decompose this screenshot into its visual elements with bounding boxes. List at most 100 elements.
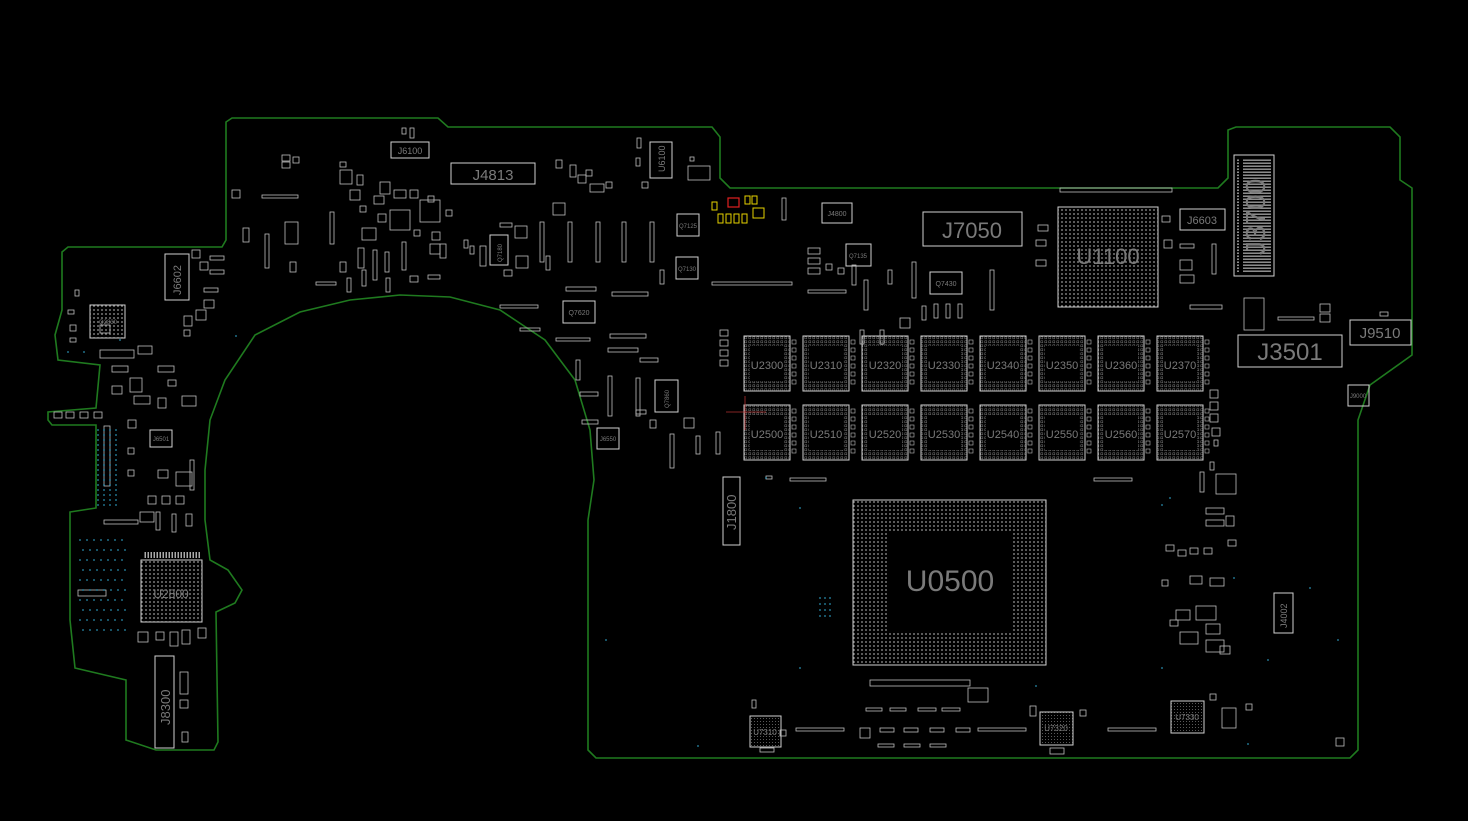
memory-chip-u2540[interactable]: U2540 — [979, 404, 1033, 461]
j6602-label: J6602 — [172, 265, 184, 295]
j4002-connector[interactable]: J4002 — [1273, 592, 1294, 634]
j6603-connector[interactable]: J6603 — [1179, 208, 1226, 231]
memory-chip-u2310[interactable]: U2310 — [802, 335, 856, 392]
q2830-label: Q2830 — [99, 320, 118, 326]
q7125-part[interactable]: Q7125 — [676, 213, 700, 237]
j9000-label: J9000 — [1350, 394, 1367, 400]
q7130-label: Q7130 — [678, 267, 697, 273]
board-outline — [47, 117, 1413, 759]
memory-chip-label: U2350 — [1046, 360, 1078, 372]
memory-chip-label: U2360 — [1105, 360, 1137, 372]
memory-chip-label: U2370 — [1164, 360, 1196, 372]
memory-chip-label: U2530 — [928, 429, 960, 441]
j6550-label: J6550 — [600, 437, 617, 443]
j8300-connector[interactable]: J8300 — [154, 655, 175, 749]
j3501-label: J3501 — [1257, 339, 1322, 366]
memory-chip-u2360[interactable]: U2360 — [1097, 335, 1151, 392]
q7130-part[interactable]: Q7130 — [675, 256, 699, 280]
j4800-label: J4800 — [827, 211, 846, 218]
j4800-connector[interactable]: J4800 — [821, 202, 853, 224]
j1800-connector[interactable]: J1800 — [722, 476, 741, 546]
u1100-chip[interactable]: U1100 — [1057, 206, 1159, 308]
memory-row-bottom: U2500 U2510 U2520 U2530 U2540 U2550 U2560 U2570 — [743, 404, 1210, 461]
j9510-connector[interactable]: J9510 — [1349, 319, 1412, 346]
memory-chip-u2520[interactable]: U2520 — [861, 404, 915, 461]
u2800-chip[interactable]: U2800 — [140, 552, 203, 623]
j7050-label: J7050 — [942, 218, 1002, 243]
q7620-label: Q7620 — [568, 310, 589, 317]
j6100-connector[interactable]: J6100 — [390, 141, 430, 159]
memory-chip-label: U2310 — [810, 360, 842, 372]
q7620-part[interactable]: Q7620 — [562, 300, 596, 324]
u1100-label: U1100 — [1076, 244, 1139, 269]
q7430-label: Q7430 — [935, 281, 956, 288]
j3700-label: J3700 — [1240, 179, 1271, 255]
q7860-label: Q7860 — [665, 389, 671, 408]
vias — [67, 335, 1339, 747]
u7310-label: U7310 — [753, 728, 777, 737]
u2800-label: U2800 — [153, 587, 189, 601]
memory-chip-u2500[interactable]: U2500 — [743, 404, 797, 461]
j6603-label: J6603 — [1187, 215, 1217, 227]
memory-chip-label: U2560 — [1105, 429, 1137, 441]
u0500-chip[interactable]: U0500 — [852, 499, 1047, 666]
q7180-part[interactable]: Q7180 — [489, 234, 509, 266]
memory-chip-label: U2300 — [751, 360, 783, 372]
memory-chip-label: U2320 — [869, 360, 901, 372]
j9510-label: J9510 — [1360, 325, 1401, 342]
memory-row-top: U2300 U2310 U2320 U2330 U2340 U2350 U2360 U2370 — [743, 335, 1210, 392]
memory-chip-u2510[interactable]: U2510 — [802, 404, 856, 461]
memory-chip-label: U2570 — [1164, 429, 1196, 441]
memory-chip-u2370[interactable]: U2370 — [1156, 335, 1210, 392]
u7330-label: U7330 — [1175, 713, 1199, 722]
j6501-label: J6501 — [153, 437, 170, 443]
memory-chip-u2330[interactable]: U2330 — [920, 335, 974, 392]
memory-chip-label: U2340 — [987, 360, 1019, 372]
memory-chip-u2300[interactable]: U2300 — [743, 335, 797, 392]
memory-chip-u2340[interactable]: U2340 — [979, 335, 1033, 392]
q7180-label: Q7180 — [498, 243, 504, 262]
j9000-part[interactable]: J9000 — [1347, 384, 1370, 407]
memory-chip-u2320[interactable]: U2320 — [861, 335, 915, 392]
u7310-chip[interactable]: U7310 — [749, 715, 782, 748]
j3700-connector[interactable]: J3700 — [1233, 154, 1275, 277]
j7050-connector[interactable]: J7050 — [922, 211, 1023, 247]
u7320-label: U7320 — [1044, 724, 1068, 733]
cursor-cross-marker — [726, 396, 766, 430]
highlight-red-pad[interactable] — [727, 197, 740, 208]
passive-components — [53, 127, 1389, 755]
u0500-label: U0500 — [906, 565, 994, 598]
j8300-label: J8300 — [158, 690, 173, 725]
j3501-connector[interactable]: J3501 — [1237, 334, 1343, 368]
memory-chip-label: U2330 — [928, 360, 960, 372]
j4813-label: J4813 — [473, 167, 514, 184]
u6100-label: U6100 — [657, 145, 667, 172]
j4813-connector[interactable]: J4813 — [450, 162, 536, 185]
memory-chip-u2560[interactable]: U2560 — [1097, 404, 1151, 461]
memory-chip-label: U2510 — [810, 429, 842, 441]
j6100-label: J6100 — [398, 146, 423, 156]
memory-chip-u2350[interactable]: U2350 — [1038, 335, 1092, 392]
j6501-part[interactable]: J6501 — [149, 429, 173, 448]
memory-chip-label: U2500 — [751, 429, 783, 441]
u6100-chip[interactable]: U6100 — [649, 141, 673, 179]
memory-chip-u2570[interactable]: U2570 — [1156, 404, 1210, 461]
highlighted-pads[interactable] — [711, 195, 765, 224]
j6550-part[interactable]: J6550 — [596, 427, 620, 450]
memory-chip-label: U2520 — [869, 429, 901, 441]
j1800-label: J1800 — [724, 495, 739, 530]
memory-chip-label: U2540 — [987, 429, 1019, 441]
q7430-part[interactable]: Q7430 — [929, 271, 963, 295]
u7320-chip[interactable]: U7320 — [1039, 711, 1074, 746]
memory-chip-u2530[interactable]: U2530 — [920, 404, 974, 461]
memory-chip-label: U2550 — [1046, 429, 1078, 441]
q2830-chip[interactable] — [89, 304, 126, 339]
q7135-part[interactable]: Q7135 — [845, 243, 872, 267]
j4002-label: J4002 — [1279, 603, 1289, 628]
j6602-connector[interactable]: J6602 — [164, 253, 190, 301]
q7860-part[interactable]: Q7860 — [654, 379, 679, 413]
memory-chip-u2550[interactable]: U2550 — [1038, 404, 1092, 461]
q7135-label: Q7135 — [849, 254, 868, 260]
u7330-chip[interactable]: U7330 — [1170, 700, 1205, 734]
